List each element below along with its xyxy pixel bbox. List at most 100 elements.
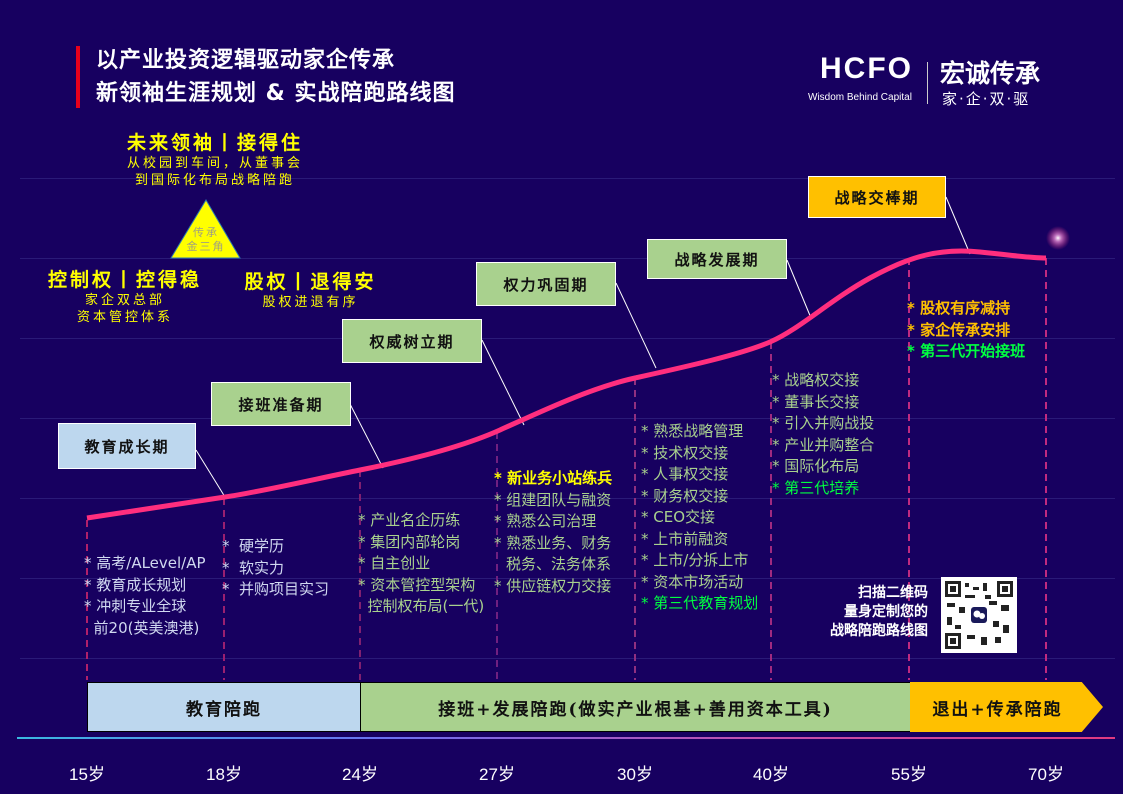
gridline: [20, 658, 1115, 659]
logo-divider: [927, 62, 928, 104]
list-item: * 熟悉业务、财务: [494, 533, 612, 552]
qr-line2: 量身定制您的: [844, 604, 928, 620]
list-item: * CEO交接: [641, 508, 716, 526]
triangle-right-text: 股权丨退得安 股权进退有序: [228, 267, 393, 311]
list-item: * 第三代培养: [772, 478, 860, 497]
stage-strategic-handover: 战略交棒期: [808, 176, 946, 218]
phase-succession-development: 接班+发展陪跑(做实产业根基+善用资本工具): [360, 682, 911, 732]
list-item: * 自主创业: [358, 554, 431, 572]
list-power: * 熟悉战略管理 * 技术权交接 * 人事权交接 * 财务权交接 * CEO交接…: [641, 421, 758, 615]
qr-line1: 扫描二维码: [858, 585, 928, 601]
list-item: * 软实力: [222, 558, 285, 577]
list-item: * 财务权交接: [641, 486, 729, 505]
list-item: * 上市/分拆上市: [641, 551, 749, 569]
top-heading: 未来领袖丨接得住: [126, 132, 303, 154]
list-item: * 新业务小站练兵: [494, 469, 613, 487]
triangle-left-text: 控制权丨控得稳 家企双总部 资本管控体系: [30, 265, 220, 326]
stage-power-consolidation: 权力巩固期: [476, 262, 616, 306]
list-prep: * 硬学历 * 软实力 * 并购项目实习: [222, 536, 329, 601]
qr-code[interactable]: [941, 577, 1017, 653]
list-item: * 董事长交接: [772, 392, 860, 411]
left-line1: 家企双总部: [84, 293, 165, 308]
list-item: 前20(英美澳港): [84, 618, 200, 637]
list-item: * 第三代教育规划: [641, 594, 759, 612]
list-item: * 高考/ALevel/AP: [84, 554, 206, 572]
logo-cn-sub: 家·企·双·驱: [942, 90, 1031, 108]
age-label: 18岁: [206, 765, 242, 784]
list-item: * 人事权交接: [641, 465, 729, 483]
page-title: 以产业投资逻辑驱动家企传承 新领袖生涯规划 & 实战陪跑路线图: [96, 44, 456, 110]
age-axis: [17, 737, 1115, 739]
triangle-label-2: 金三角: [186, 240, 226, 253]
list-item: * 资本管控型架构: [358, 575, 476, 594]
title-accent-bar: [76, 46, 80, 108]
age-label: 27岁: [479, 765, 515, 784]
left-heading: 控制权丨控得稳: [47, 269, 202, 291]
qr-line3: 战略陪跑路线图: [830, 623, 928, 639]
phase-exit-inheritance: 退出+传承陪跑: [910, 682, 1103, 732]
gridline: [20, 498, 1115, 499]
age-label: 55岁: [891, 765, 927, 784]
list-business: * 新业务小站练兵 * 组建团队与融资 * 熟悉公司治理 * 熟悉业务、财务 税…: [494, 468, 612, 597]
logo-tagline: Wisdom Behind Capital: [808, 92, 912, 103]
age-label: 15岁: [69, 765, 105, 784]
list-item: * 教育成长规划: [84, 575, 187, 594]
list-item: * 产业并购整合: [772, 435, 875, 454]
triangle-label: 传承 金三角: [180, 226, 232, 254]
list-item: * 硬学历: [222, 537, 285, 555]
stage-authority-building: 权威树立期: [342, 319, 482, 363]
list-handover: * 股权有序减持 * 家企传承安排 * 第三代开始接班: [907, 298, 1025, 363]
top-line2: 到国际化布局战略陪跑: [134, 173, 295, 188]
triangle-label-1: 传承: [193, 226, 219, 239]
triangle-icon: [170, 199, 241, 259]
stage-leader-lines: [195, 196, 971, 498]
list-item: * 引入并购战投: [772, 414, 875, 432]
title-line-1: 以产业投资逻辑驱动家企传承: [96, 48, 396, 73]
list-item: * 组建团队与融资: [494, 490, 612, 509]
gridline: [20, 178, 1115, 179]
list-item: * 产业名企历练: [358, 511, 461, 529]
logo-cn-name: 宏诚传承: [940, 59, 1041, 88]
stage-education-growth: 教育成长期: [58, 423, 196, 469]
growth-curve: [86, 248, 1047, 521]
list-item: * 并购项目实习: [222, 580, 330, 598]
list-item: * 国际化布局: [772, 457, 860, 475]
list-education: * 高考/ALevel/AP * 教育成长规划 * 冲刺专业全球 前20(英美澳…: [84, 553, 206, 639]
list-authority: * 产业名企历练 * 集团内部轮岗 * 自主创业 * 资本管控型架构 控制权布局…: [358, 510, 484, 618]
phase-education: 教育陪跑: [87, 682, 361, 732]
list-strategy: * 战略权交接 * 董事长交接 * 引入并购战投 * 产业并购整合 * 国际化布…: [772, 370, 874, 499]
list-item: * 股权有序减持: [907, 299, 1011, 317]
age-label: 30岁: [617, 765, 653, 784]
stage-strategic-development: 战略发展期: [647, 239, 787, 279]
right-heading: 股权丨退得安: [244, 271, 377, 293]
glow-point: [1046, 226, 1070, 250]
list-item: * 集团内部轮岗: [358, 532, 461, 551]
list-item: * 供应链权力交接: [494, 576, 612, 595]
age-dashed-lines: [86, 258, 1047, 680]
qr-caption: 扫描二维码 量身定制您的 战略陪跑路线图: [800, 584, 928, 641]
age-label: 40岁: [753, 765, 789, 784]
list-item: * 第三代开始接班: [907, 342, 1026, 360]
stage-succession-prep: 接班准备期: [211, 382, 351, 426]
gridline: [20, 258, 1115, 259]
triangle-top-text: 未来领袖丨接得住 从校园到车间，从董事会 到国际化布局战略陪跑: [100, 128, 330, 189]
qr-code-icon: [945, 581, 1013, 649]
list-item: * 冲刺专业全球: [84, 597, 187, 615]
list-item: * 上市前融资: [641, 529, 729, 548]
gridline: [20, 418, 1115, 419]
gridline: [20, 338, 1115, 339]
list-item: * 熟悉战略管理: [641, 422, 744, 440]
age-label: 24岁: [342, 765, 378, 784]
list-item: 控制权布局(一代): [358, 597, 485, 615]
list-item: * 技术权交接: [641, 443, 729, 462]
list-item: 税务、法务体系: [506, 555, 612, 573]
gridline: [20, 578, 1115, 579]
list-item: * 家企传承安排: [907, 320, 1011, 339]
age-label: 70岁: [1028, 765, 1064, 784]
right-line1: 股权进退有序: [262, 295, 359, 310]
list-item: * 战略权交接: [772, 371, 860, 389]
logo-brand: HCFO: [820, 52, 913, 85]
top-line1: 从校园到车间，从董事会: [126, 156, 303, 171]
list-item: * 熟悉公司治理: [494, 512, 597, 530]
